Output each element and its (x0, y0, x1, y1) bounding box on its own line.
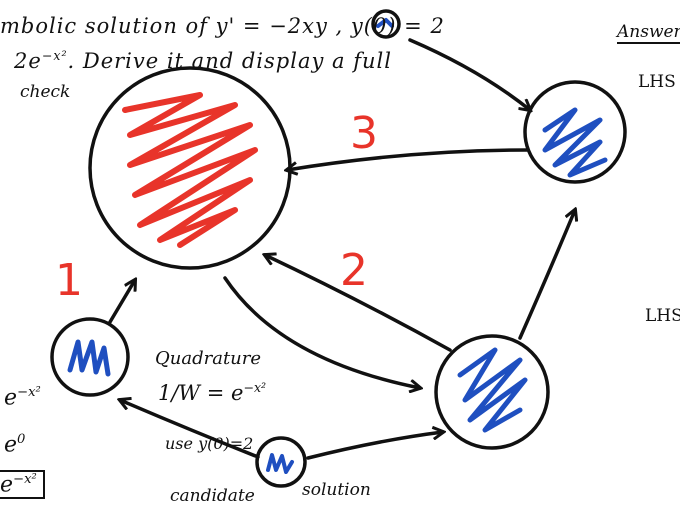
solution-label: solution (302, 480, 371, 500)
w-formula-exp: −x² (243, 380, 267, 395)
step-number-1: 1 (55, 255, 83, 306)
step-number-3: 3 (350, 108, 378, 159)
header-line-2: 2e−x². Derive it and display a full (14, 48, 392, 73)
w-formula-lhs: 1/W = e (158, 381, 244, 405)
candidate-label: candidate (170, 486, 255, 506)
lhs-bottom-label: LHS (645, 306, 680, 326)
bottom-right-node-circle (434, 334, 550, 450)
header-line-3: check (20, 82, 71, 102)
bottom-right-node-scribble (457, 347, 528, 433)
margin-e0-base: e (4, 432, 18, 458)
lhs-top-label: LHS (638, 72, 676, 92)
main-node-scribble (122, 92, 258, 248)
top-right-node-circle (523, 80, 627, 184)
left-node-scribble (67, 339, 111, 377)
margin-e0-term: e0 (4, 432, 25, 457)
margin-exp-base: e (4, 385, 18, 411)
use-initial-label: use y(0)=2 (165, 434, 254, 453)
boxed-answer-exponent: −x² (13, 472, 37, 487)
arrow-bottom-right-to-top-right (518, 210, 575, 340)
header-y-scribble (376, 18, 394, 28)
margin-e0-exponent: 0 (17, 432, 26, 447)
arrow-top-right-to-main (287, 148, 529, 170)
step-number-2: 2 (340, 245, 368, 296)
arrow-bottom-right-to-main (265, 255, 452, 352)
arrow-main-to-bottom-right (223, 276, 420, 388)
w-formula: 1/W = e−x² (158, 380, 266, 405)
header-instruction: . Derive it and display a full (67, 49, 392, 73)
header-y-circle (371, 9, 401, 39)
candidate-node-circle (255, 436, 307, 488)
arrow-header-to-top-right (408, 38, 530, 110)
top-right-node-scribble (542, 107, 608, 178)
header-solution-base: 2e (14, 49, 42, 73)
boxed-answer-base: e (0, 472, 14, 498)
header-line-1: mbolic solution of y' = −2xy , y(0) = 2 (0, 14, 445, 38)
margin-exp-exponent: −x² (17, 385, 41, 400)
quadrature-label: Quadrature (155, 348, 262, 369)
left-node-circle (50, 317, 130, 397)
boxed-answer: e−x² (0, 470, 45, 500)
arrow-left-to-main (108, 280, 135, 324)
candidate-node-scribble (266, 453, 294, 474)
header-solution-exp: −x² (41, 48, 68, 63)
answer-title: Answer (617, 22, 680, 44)
arrow-candidate-to-bottom-right (306, 432, 443, 460)
arrow-candidate-to-left (120, 400, 260, 459)
margin-exp-term: e−x² (4, 385, 41, 410)
